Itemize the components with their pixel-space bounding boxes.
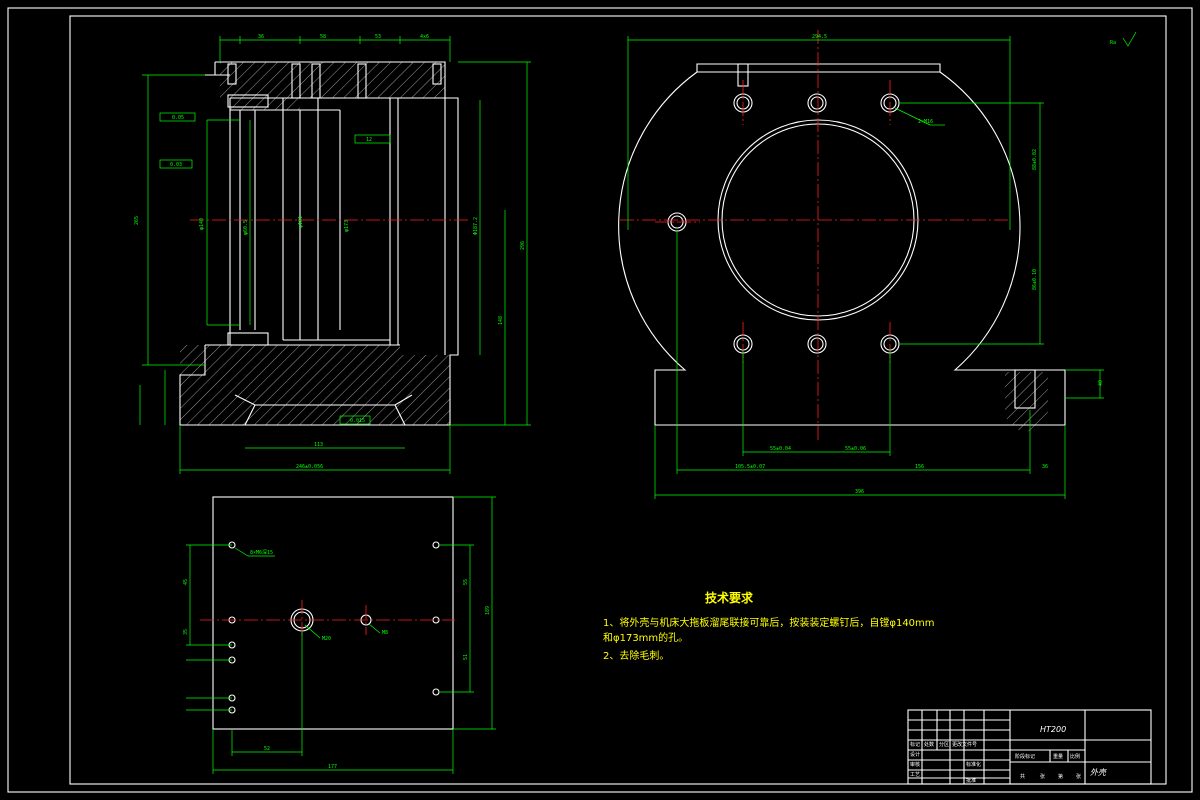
- tb-footer-2: 张: [1040, 773, 1045, 780]
- tb-approve: 批准: [966, 777, 976, 784]
- dim-265: 265: [134, 216, 140, 225]
- top-dim-2: 58: [320, 34, 326, 40]
- tb-count: 处数: [924, 741, 934, 748]
- tech-req-line2: 和φ173mm的孔。: [603, 631, 688, 644]
- top-view: [200, 496, 455, 730]
- tol-4: 0.015: [350, 418, 365, 424]
- side-dim-105: 105.5±0.07: [735, 464, 765, 470]
- top-dim-3: 53: [375, 34, 381, 40]
- tb-weight: 重量: [1053, 753, 1063, 760]
- material: HT200: [1040, 725, 1066, 734]
- side-dim-88: 88±0.02: [1032, 149, 1038, 170]
- section-view: [179, 61, 470, 426]
- dim-phi173: φ173: [344, 220, 350, 232]
- side-dim-40: 40: [1098, 380, 1104, 386]
- tb-review: 审核: [910, 761, 920, 768]
- side-view: [618, 30, 1066, 440]
- tol-3: 12: [366, 137, 372, 143]
- tech-req-line3: 2、去除毛刺。: [603, 649, 669, 662]
- top-view-dimensions: 45 35 55 51 189 52 177 M20 M8 8×M6深15: [183, 496, 496, 774]
- top-dim-4: 4x6: [420, 34, 429, 40]
- section-view-dimensions: 36 58 53 4x6 265 φ140 φ60.5 φ181 φ173 Φ1…: [134, 34, 531, 474]
- tb-footer-3: 第: [1058, 773, 1063, 780]
- dim-phi140: φ140: [199, 218, 205, 230]
- tolerance-frame-3: [354, 134, 391, 144]
- top-dim-177: 177: [328, 764, 337, 770]
- part-name: 外壳: [1090, 768, 1108, 777]
- side-hole-callout: 2×M16: [918, 119, 933, 125]
- bottom-dim: 246±0.056: [296, 464, 323, 470]
- hole-label-m8: M8: [382, 630, 388, 636]
- tb-scale: 比例: [1070, 753, 1080, 760]
- dim-phi181: φ181: [298, 216, 304, 228]
- side-dim-55b: 55±0.06: [845, 446, 866, 452]
- dim-296: 296: [520, 241, 526, 250]
- hole-label-m6: 8×M6深15: [250, 549, 273, 556]
- tol-2: 0.03: [170, 162, 182, 168]
- outer-border: [7, 7, 1193, 793]
- title-block: HT200 外壳 标记 处数 分区 更改文件号 设计 标准化 阶段标记 重量 比…: [907, 709, 1152, 785]
- tolerance-frame-1: [159, 112, 196, 122]
- tb-process: 工艺: [910, 772, 920, 778]
- tech-req-line1: 1、将外壳与机床大拖板溜尾联接可靠后，按装装定螺钉后，自镗φ140mm: [603, 616, 935, 629]
- dim-148: 148: [498, 316, 504, 325]
- top-dim-189: 189: [485, 606, 491, 615]
- technical-requirements: 技术要求 1、将外壳与机床大拖板溜尾联接可靠后，按装装定螺钉后，自镗φ140mm…: [603, 590, 935, 662]
- top-dim-45: 45: [183, 579, 189, 585]
- tb-stage: 阶段标记: [1015, 753, 1035, 760]
- top-dim-35: 35: [183, 629, 189, 635]
- side-overall-width: 396: [855, 489, 864, 495]
- tb-standard: 标准化: [966, 761, 981, 768]
- tb-mark: 标记: [910, 741, 920, 748]
- top-dim-1: 36: [258, 34, 264, 40]
- tolerance-frame-4: [339, 415, 371, 425]
- dim-phi187: Φ187.2: [473, 217, 479, 235]
- tb-footer-4: 张: [1076, 773, 1081, 780]
- top-dim-51: 51: [463, 654, 469, 660]
- side-dim-156: 156: [915, 464, 924, 470]
- hole-label-m20: M20: [322, 636, 331, 642]
- roughness-symbol: Ra: [1110, 40, 1116, 46]
- top-dim-52: 52: [264, 746, 270, 752]
- tb-design: 设计: [910, 751, 920, 758]
- tech-req-title: 技术要求: [705, 590, 754, 605]
- tb-footer-1: 共: [1020, 773, 1025, 780]
- dim-phi60: φ60.5: [243, 220, 249, 235]
- inner-border: [69, 15, 1167, 785]
- tol-1: 0.05: [172, 115, 184, 121]
- tb-zone: 分区: [939, 741, 949, 748]
- side-top-width: 294.5: [812, 34, 827, 40]
- slot-dim: 113: [314, 442, 323, 448]
- tb-change-doc: 更改文件号: [952, 741, 977, 748]
- side-dim-55a: 55±0.04: [770, 446, 791, 452]
- side-dim-36: 36: [1042, 464, 1048, 470]
- side-dim-86: 86±0.10: [1032, 269, 1038, 290]
- tolerance-frame-2: [159, 159, 193, 169]
- side-view-dimensions: 294.5 396 105.5±0.07 156 36 55±0.04 55±0…: [627, 31, 1137, 499]
- top-dim-55: 55: [463, 579, 469, 585]
